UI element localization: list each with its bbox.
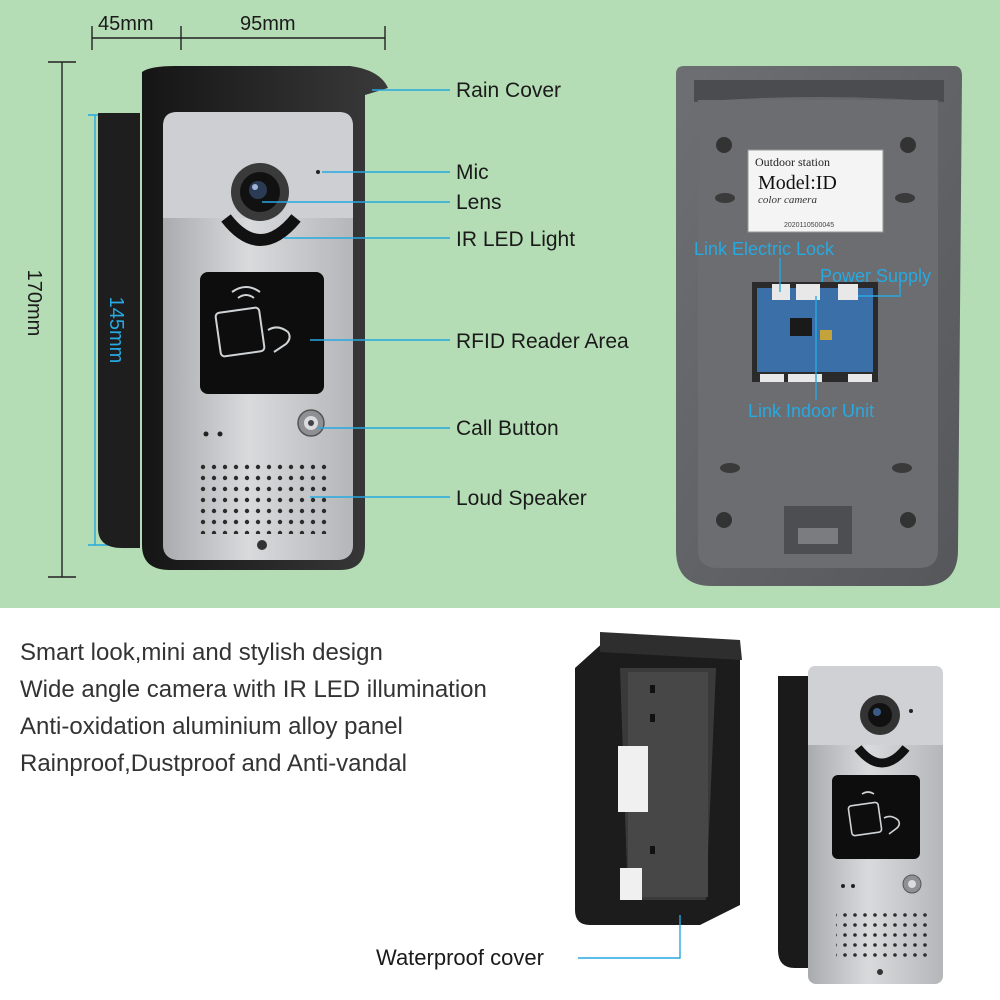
feature-item: Rainproof,Dustproof and Anti-vandal [20, 750, 407, 777]
indoor-unit-label: Link Indoor Unit [748, 401, 875, 421]
rain-cover-label: Rain Cover [456, 79, 562, 102]
back-device [676, 66, 962, 586]
front-leader-lines [262, 89, 450, 498]
ir-led-label: IR LED Light [456, 228, 576, 251]
front-device-small [778, 666, 943, 984]
depth-dimension: 45mm [98, 13, 154, 35]
power-supply-label: Power Supply [820, 266, 932, 286]
sticker-model: Model:ID [758, 172, 837, 194]
sticker-subtitle: color camera [758, 194, 817, 206]
height-dimension: 170mm [23, 269, 45, 337]
rfid-label: RFID Reader Area [456, 330, 629, 353]
waterproof-cover [575, 632, 742, 925]
back-leader-lines [779, 258, 901, 400]
mic-label: Mic [456, 161, 489, 184]
waterproof-leader-line [578, 915, 681, 959]
electric-lock-label: Link Electric Lock [694, 239, 835, 259]
dimension-lines [48, 26, 386, 578]
width-dimension: 95mm [240, 13, 296, 35]
loud-speaker-label: Loud Speaker [456, 487, 587, 510]
sticker-title: Outdoor station [755, 155, 830, 169]
panel-height-dimension: 145mm [105, 296, 127, 364]
lens-label: Lens [456, 191, 502, 214]
waterproof-cover-label: Waterproof cover [376, 945, 544, 970]
feature-item: Smart look,mini and stylish design [20, 639, 383, 666]
front-device [98, 66, 388, 570]
call-button-label: Call Button [456, 417, 559, 440]
feature-item: Wide angle camera with IR LED illuminati… [20, 676, 487, 703]
feature-item: Anti-oxidation aluminium alloy panel [20, 713, 403, 740]
sticker-serial: 2020110500045 [784, 222, 835, 229]
